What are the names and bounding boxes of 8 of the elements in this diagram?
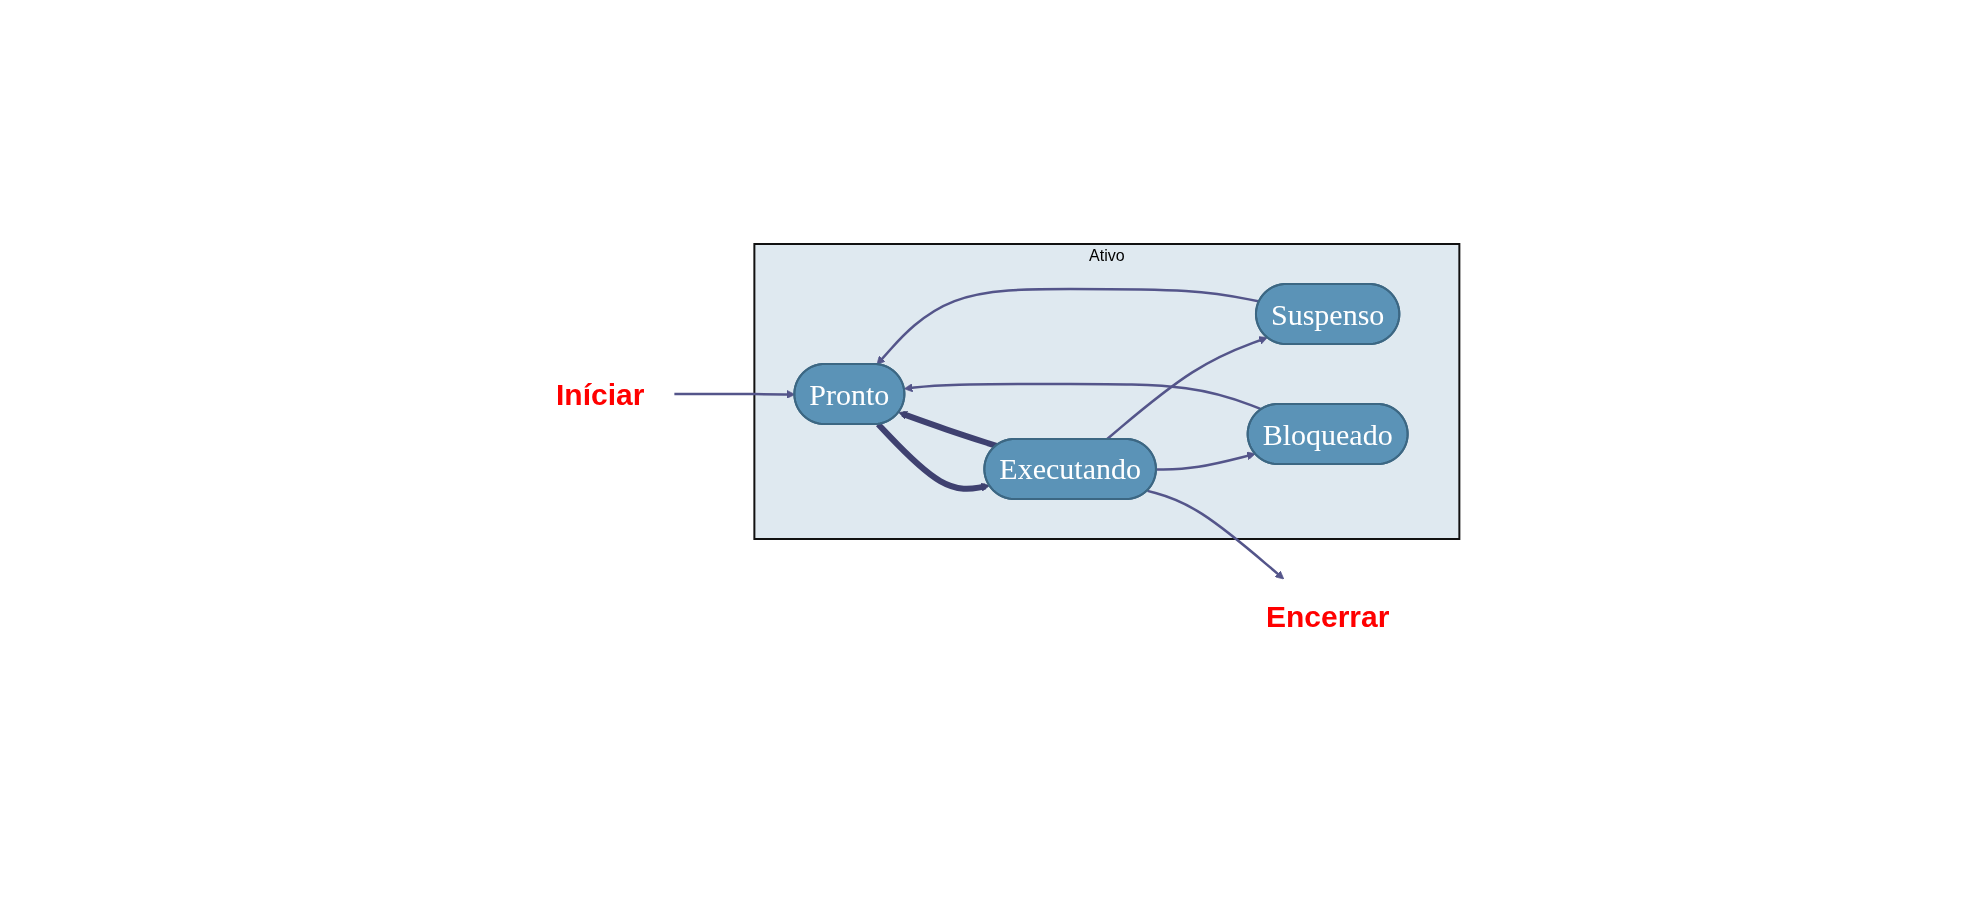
arrow xyxy=(903,382,1263,411)
arrow xyxy=(1156,451,1256,471)
arrow xyxy=(1105,336,1268,441)
node-text: Encerrar xyxy=(1265,600,1390,633)
arrow xyxy=(898,411,998,449)
arrow xyxy=(1146,489,1284,580)
node-text: Iníciar xyxy=(555,377,645,411)
arrow xyxy=(875,422,990,492)
